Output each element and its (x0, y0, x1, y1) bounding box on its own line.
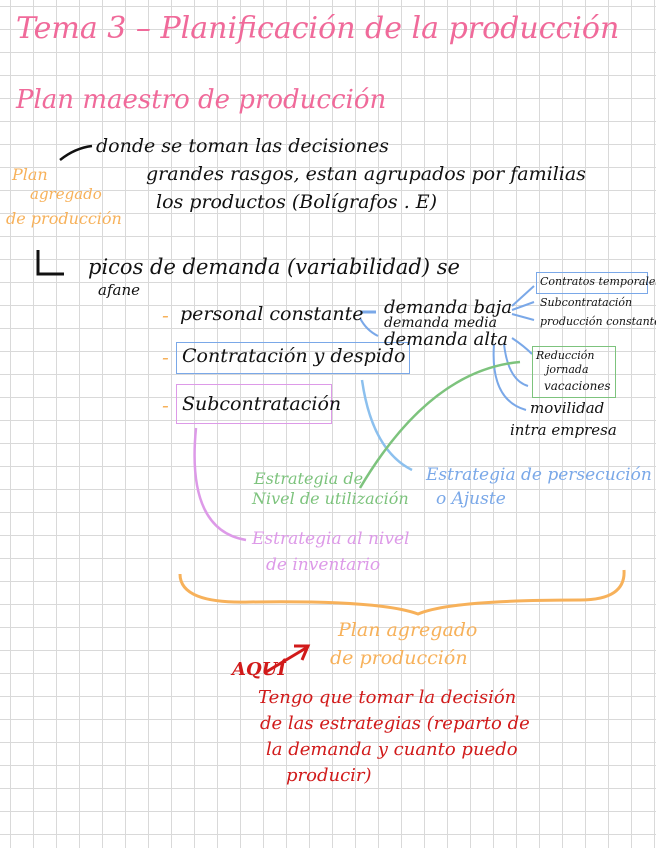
subcontract-box (176, 384, 332, 424)
hiring-box (176, 342, 410, 374)
persecution-strategy-1: Estrategia de persecución (426, 465, 652, 485)
utilization-strategy-2: Nivel de utilización (252, 489, 409, 508)
peaks-arrow (36, 250, 64, 276)
strategy-hiring: Contratación y despido (182, 345, 406, 367)
low-option-3: producción constante (540, 315, 656, 328)
low-option-2: Subcontratación (540, 296, 633, 309)
note-line-3: la demanda y cuanto puedo (266, 739, 518, 760)
high-options-box (532, 346, 616, 398)
high-option-2: jornada (546, 363, 589, 376)
families-text-2: los productos (Bolígrafos . E) (156, 191, 438, 213)
plan-label-3: de producción (6, 209, 122, 228)
plan-agregado-2: de producción (330, 647, 468, 669)
high-option-3: vacaciones (544, 379, 611, 393)
high-option-4: movilidad (530, 399, 605, 417)
peaks-text-1: picos de demanda (variabilidad) se (88, 255, 460, 279)
demand-high: demanda alta (384, 329, 508, 350)
note-line-4: producir) (286, 765, 372, 786)
note-line-2: de las estrategias (reparto de (260, 713, 530, 734)
peaks-text-2: afane (98, 281, 140, 299)
strategy-subcontract: Subcontratación (182, 393, 342, 415)
inventory-strategy-1: Estrategia al nivel (252, 529, 410, 549)
note-line-1: Tengo que tomar la decisión (258, 687, 517, 708)
page-subtitle: Plan maestro de producción (16, 85, 387, 115)
demand-low: demanda baja (384, 297, 513, 318)
inventory-strategy-2: de inventario (266, 555, 381, 575)
high-option-1: Reducción (536, 349, 595, 362)
plan-label-1: Plan (12, 165, 48, 184)
page-title: Tema 3 – Planificación de la producción (16, 11, 620, 46)
orange-brace (178, 569, 626, 616)
low-options-box (536, 272, 648, 294)
decisions-arrow (59, 144, 93, 161)
low-option-1: Contratos temporales (540, 275, 656, 288)
strategy-personal: personal constante (180, 303, 364, 325)
demand-medium: demanda media (384, 315, 497, 331)
high-option-5: intra empresa (510, 421, 617, 439)
aqui-label: AQUÍ (232, 659, 286, 680)
decisions-text: donde se toman las decisiones (96, 135, 389, 157)
plan-agregado-1: Plan agregado (338, 619, 478, 641)
persecution-strategy-2: o Ajuste (436, 489, 506, 509)
plan-label-2: agregado (30, 185, 102, 203)
families-text-1: grandes rasgos, estan agrupados por fami… (146, 163, 586, 185)
utilization-strategy-1: Estrategia de (254, 469, 364, 488)
